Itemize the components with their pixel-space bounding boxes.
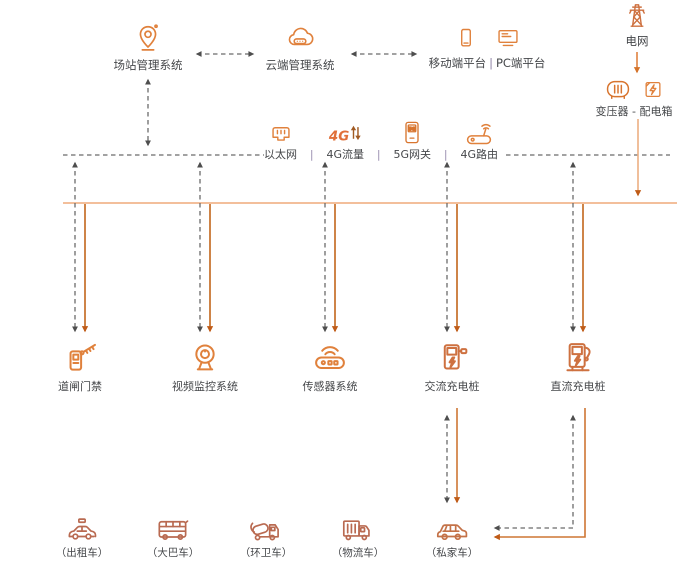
ethernet-port-icon bbox=[271, 127, 290, 141]
private-car-label: （私家车） bbox=[425, 547, 479, 559]
node-dc-charging-pile: 直流充电桩 bbox=[528, 338, 628, 394]
surveillance-camera-icon bbox=[195, 344, 215, 371]
sensor-icon bbox=[315, 346, 345, 369]
5g-gateway-icon: 5G bbox=[405, 121, 419, 144]
sensor-system-label: 传感器系统 bbox=[302, 380, 358, 393]
charger-to-car-links bbox=[444, 408, 586, 541]
5g-gateway-label: 5G网关 bbox=[393, 148, 431, 161]
node-private-car: （私家车） bbox=[407, 510, 497, 560]
transformer-icons bbox=[603, 76, 666, 103]
bus-icon bbox=[158, 520, 189, 540]
4g-router-label: 4G路由 bbox=[460, 148, 498, 161]
ethernet-label: 以太网 bbox=[264, 148, 297, 161]
gate-access-icon bbox=[69, 343, 96, 371]
taxi-label: （出租车） bbox=[55, 547, 109, 559]
node-logistics-truck: （物流车） bbox=[313, 510, 403, 560]
network-item-4g-router: 4G路由 bbox=[460, 119, 498, 162]
pc-platform-label: PC端平台 bbox=[495, 56, 546, 70]
platforms-label: 移动端平台|PC端平台 bbox=[429, 56, 546, 70]
ac-charging-pile-icon bbox=[443, 344, 468, 370]
smartphone-icon bbox=[461, 28, 471, 47]
node-video-surveillance: 视频监控系统 bbox=[155, 338, 255, 394]
network-separator: | bbox=[443, 148, 448, 161]
cloud-management-label: 云端管理系统 bbox=[265, 58, 335, 72]
node-bus: （大巴车） bbox=[128, 510, 218, 560]
dc-charging-pile-label: 直流充电桩 bbox=[550, 380, 606, 393]
distribution-box-icon bbox=[644, 81, 661, 98]
node-platforms: 移动端平台|PC端平台 bbox=[426, 26, 548, 70]
video-surveillance-label: 视频监控系统 bbox=[172, 380, 238, 393]
transformer-distribution-label: 变压器 - 配电箱 bbox=[595, 105, 673, 118]
cloud-icon bbox=[288, 27, 314, 46]
4g-traffic-icon: 4G bbox=[328, 125, 361, 145]
mobile-platform-label: 移动端平台 bbox=[428, 56, 487, 70]
station-management-label: 场站管理系统 bbox=[113, 58, 183, 72]
platform-icons bbox=[452, 26, 522, 54]
gate-access-label: 道闸门禁 bbox=[58, 380, 102, 393]
top-system-links bbox=[145, 51, 418, 147]
4g-glyph: 4G bbox=[328, 130, 349, 145]
network-item-5g-gateway: 5G 5G网关 bbox=[393, 119, 431, 162]
bus-label: （大巴车） bbox=[146, 547, 200, 559]
node-sensor-system: 传感器系统 bbox=[280, 338, 380, 394]
4g-traffic-label: 4G流量 bbox=[326, 148, 364, 161]
sanitation-truck-label: （环卫车） bbox=[239, 547, 293, 559]
network-item-ethernet: 以太网 bbox=[264, 119, 297, 162]
node-ac-charging-pile: 交流充电桩 bbox=[402, 338, 502, 394]
power-supply-chain bbox=[633, 52, 642, 197]
power-tower-icon bbox=[629, 4, 645, 27]
node-power-grid: 电网 bbox=[599, 0, 675, 48]
network-separator: | bbox=[309, 148, 314, 161]
node-gate-access: 道闸门禁 bbox=[30, 338, 130, 394]
node-station-management: 场站管理系统 bbox=[96, 22, 200, 72]
network-separator: | bbox=[376, 148, 381, 161]
node-transformer-distribution: 变压器 - 配电箱 bbox=[586, 76, 680, 119]
device-links bbox=[72, 161, 587, 333]
network-row: 以太网 | 4G 4G流量 | 5G 5G网关 | bbox=[264, 119, 498, 162]
logistics-truck-icon bbox=[342, 520, 370, 541]
sanitation-truck-icon bbox=[250, 522, 279, 541]
node-sanitation-truck: （环卫车） bbox=[221, 510, 311, 560]
monitor-icon bbox=[498, 29, 518, 47]
network-backbone bbox=[63, 154, 677, 204]
5g-glyph: 5G bbox=[409, 126, 416, 132]
platform-separator: | bbox=[489, 56, 493, 70]
node-taxi: （出租车） bbox=[37, 510, 127, 560]
transformer-icon bbox=[606, 80, 629, 99]
network-item-4g-traffic: 4G 4G流量 bbox=[326, 119, 364, 162]
ac-charging-pile-label: 交流充电桩 bbox=[424, 380, 480, 393]
private-car-icon bbox=[436, 524, 468, 541]
4g-router-icon bbox=[467, 123, 492, 145]
power-grid-label: 电网 bbox=[625, 34, 649, 48]
dc-charging-pile-icon bbox=[566, 343, 591, 372]
map-pin-icon bbox=[139, 24, 158, 51]
logistics-truck-label: （物流车） bbox=[331, 547, 385, 559]
node-cloud-management: 云端管理系统 bbox=[248, 24, 352, 72]
taxi-icon bbox=[68, 518, 97, 540]
